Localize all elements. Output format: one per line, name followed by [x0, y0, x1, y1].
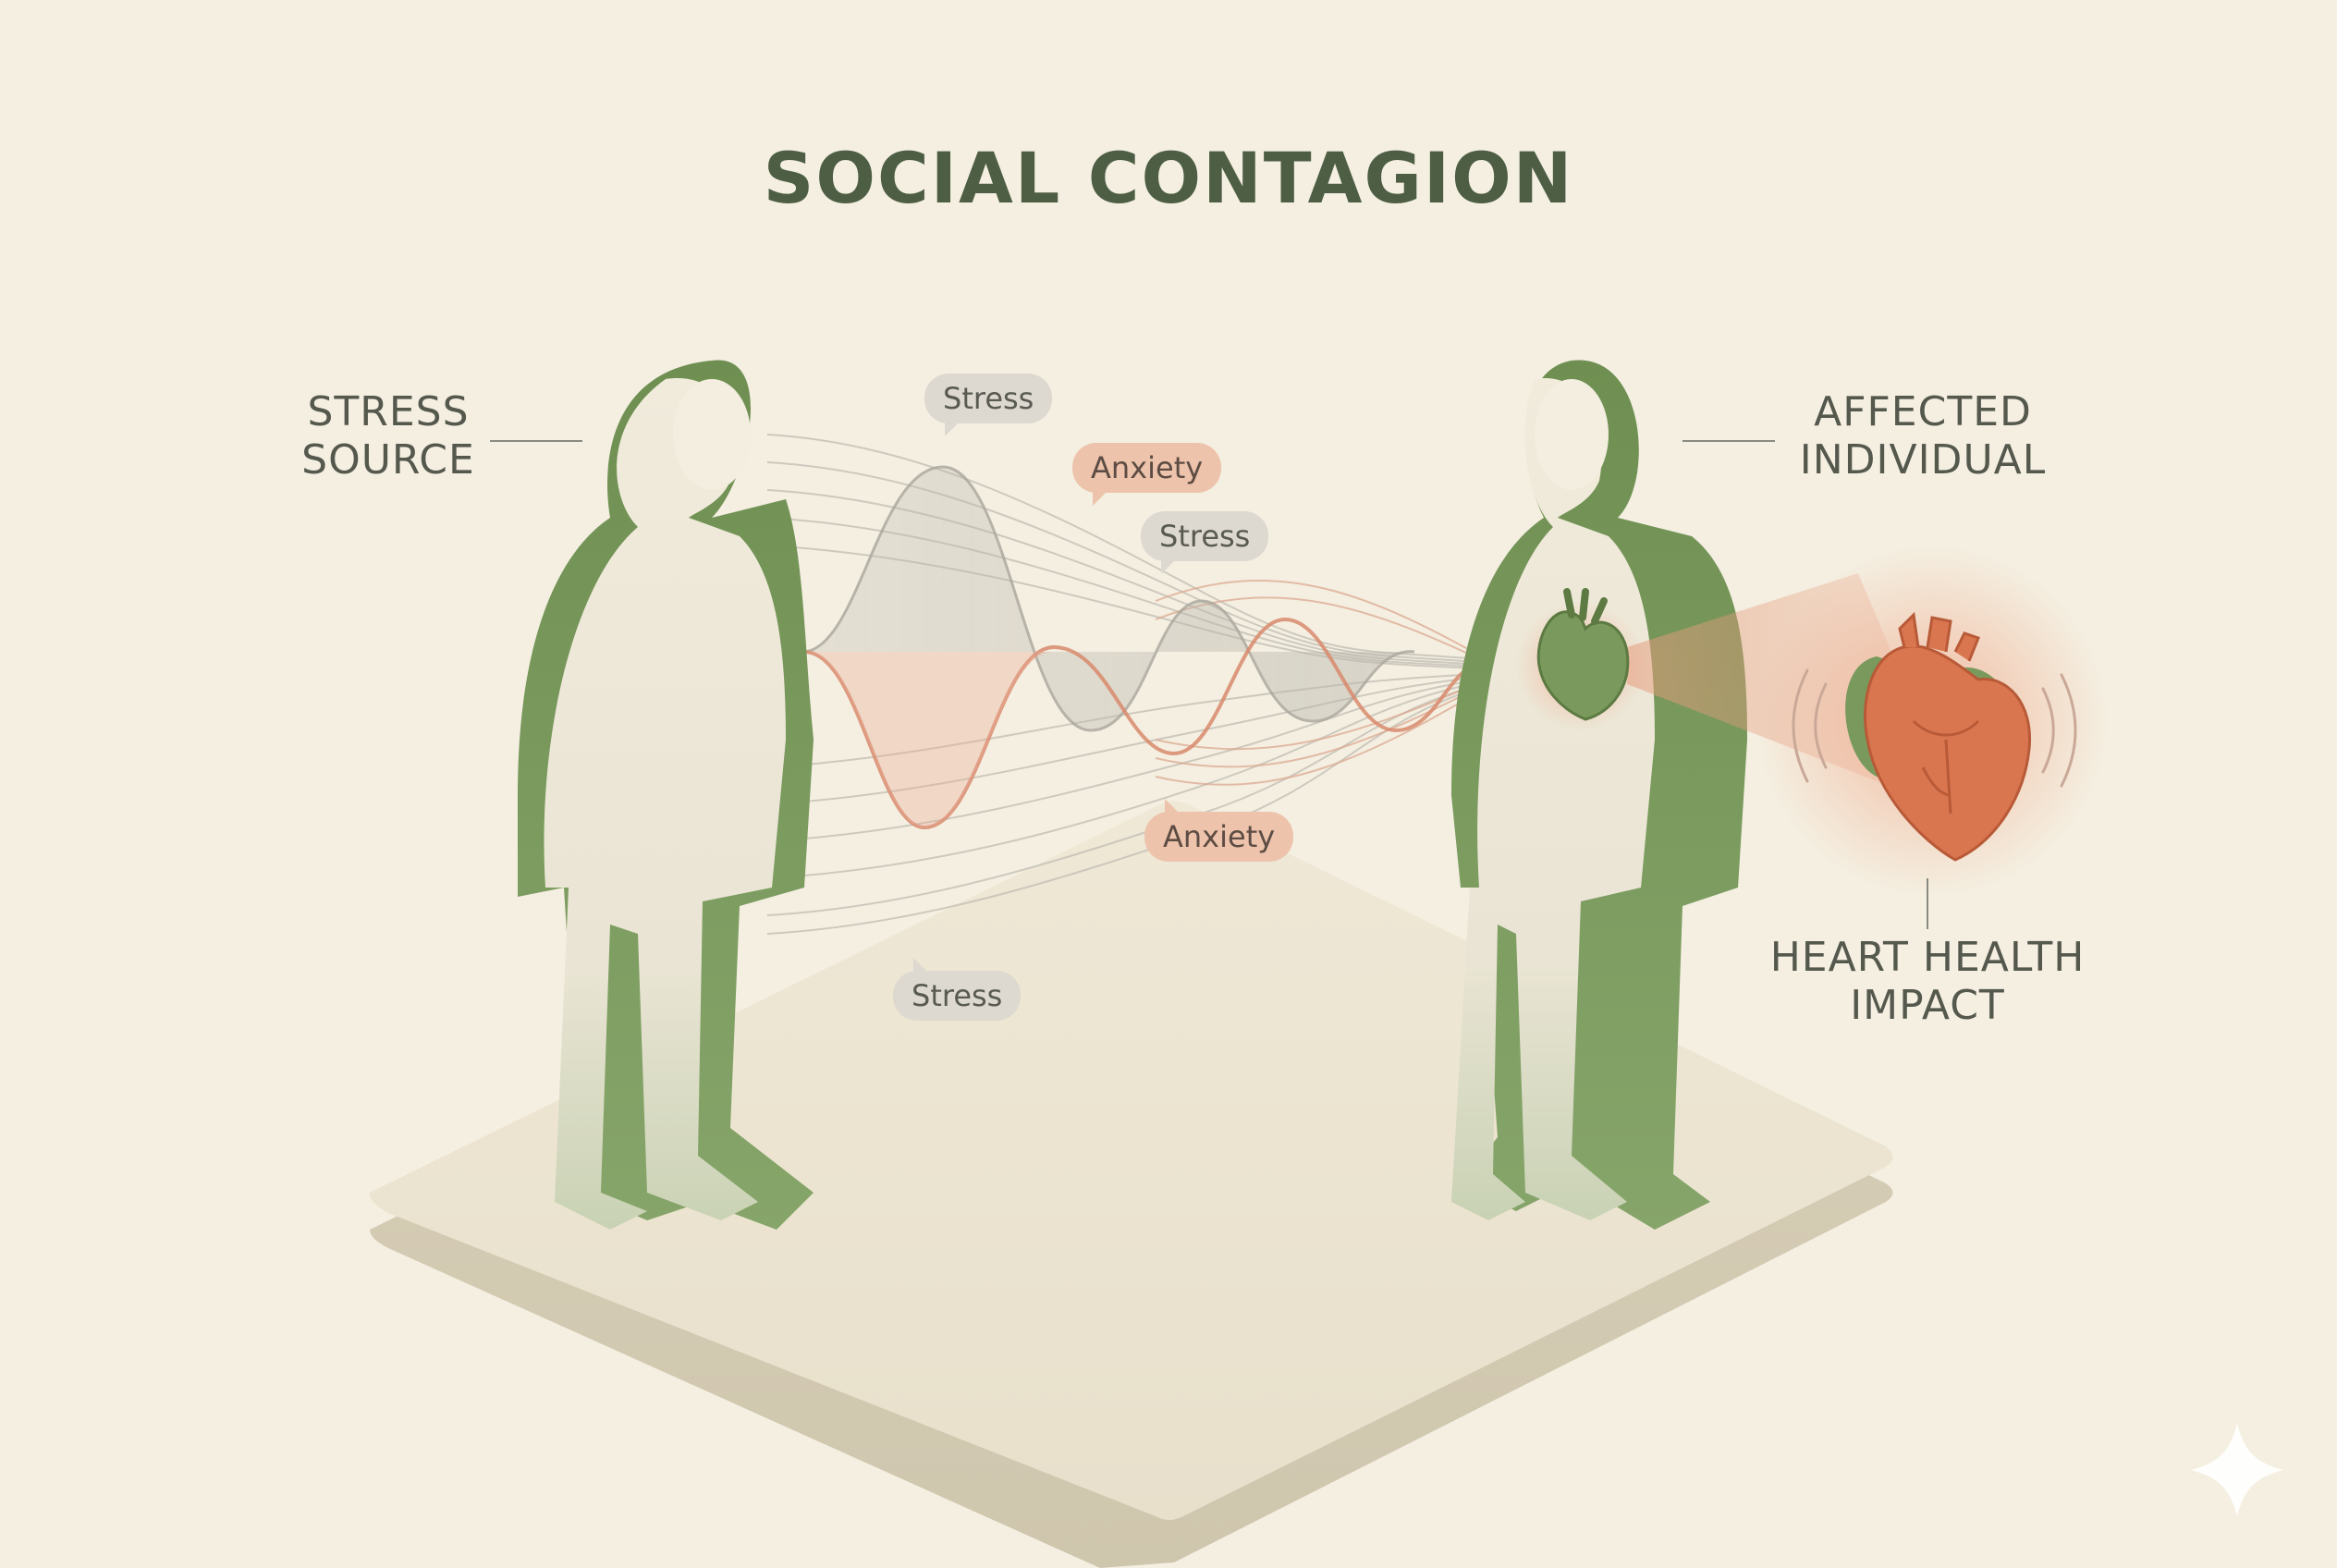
- stress-source-figure-icon: [518, 360, 814, 1231]
- label-line: HEART HEALTH: [1769, 934, 2086, 981]
- label-affected-individual: AFFECTED INDIVIDUAL: [1784, 388, 2062, 484]
- chest-heart-icon: [1516, 588, 1646, 730]
- label-line: INDIVIDUAL: [1799, 436, 2047, 484]
- label-line: AFFECTED: [1814, 388, 2032, 435]
- label-line: SOURCE: [301, 436, 475, 484]
- diagram-title: SOCIAL CONTAGION: [763, 137, 1574, 219]
- label-line: STRESS: [307, 388, 470, 435]
- speech-bubble: Stress: [1141, 511, 1269, 574]
- leader-lines: [490, 440, 1928, 929]
- speech-bubble: Anxiety: [1144, 799, 1294, 862]
- label-line: IMPACT: [1850, 982, 2005, 1029]
- speech-bubble: Anxiety: [1072, 443, 1222, 506]
- affected-individual-figure-icon: [1451, 360, 1747, 1230]
- label-heart-health-impact: HEART HEALTH IMPACT: [1752, 934, 2103, 1030]
- zoomed-heart-icon: [1756, 545, 2108, 897]
- sparkle-icon: [2191, 1424, 2283, 1516]
- label-stress-source: STRESS SOURCE: [277, 388, 499, 484]
- speech-bubble: Stress: [924, 374, 1053, 436]
- speech-bubble: Stress: [893, 958, 1022, 1021]
- stress-wave: [803, 465, 1499, 830]
